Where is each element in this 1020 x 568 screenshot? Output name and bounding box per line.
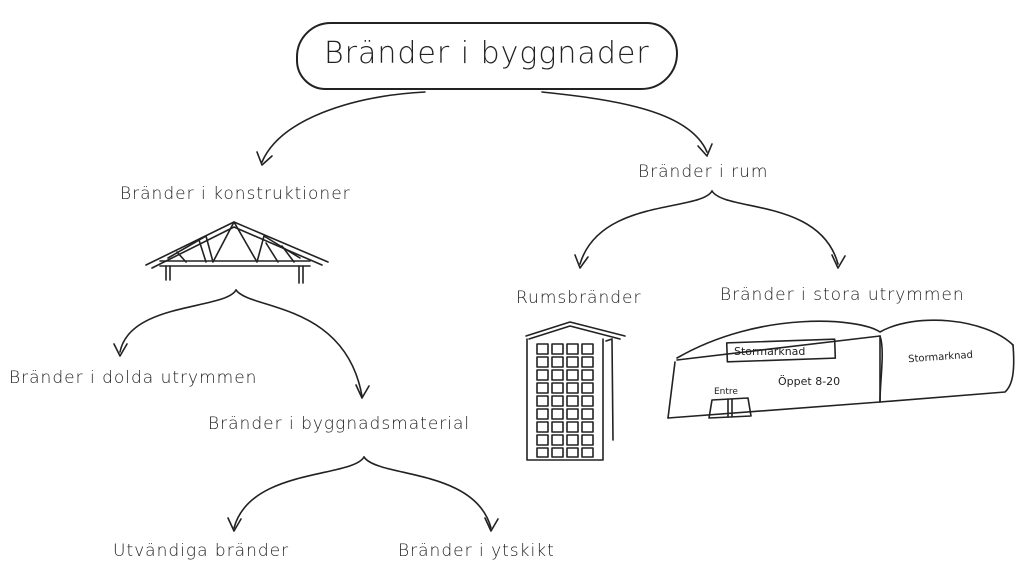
store-entrance-text: Entre — [714, 387, 738, 397]
connector-rooms-right — [711, 190, 839, 265]
root-node — [296, 22, 678, 90]
arrowhead-materials-right — [484, 517, 499, 532]
node-large-space-fires: Bränder i stora utrymmen — [720, 285, 965, 305]
arrowhead-construction-right — [355, 384, 370, 399]
connector-root-right — [541, 91, 708, 153]
node-building-material-fires: Bränder i byggnadsmaterial — [208, 414, 471, 434]
apartment-building-drawing — [525, 321, 626, 461]
arrowhead-root-right — [697, 143, 713, 157]
arrowhead-materials-left — [227, 517, 242, 532]
connector-construction-left — [119, 289, 237, 353]
connector-root-left — [261, 91, 426, 163]
connector-materials-left — [233, 456, 365, 529]
store-hours-text: Öppet 8-20 — [778, 375, 840, 388]
arrowhead-root-left — [256, 151, 273, 166]
arrowhead-rooms-right — [831, 254, 846, 269]
node-room-fires: Bränder i rum — [638, 162, 769, 182]
node-construction-fires: Bränder i konstruktioner — [120, 184, 351, 204]
connector-construction-right — [235, 289, 363, 397]
node-room-fires-small: Rumsbränder — [516, 288, 642, 308]
node-hidden-space-fires: Bränder i dolda utrymmen — [9, 368, 258, 388]
node-surface-layer-fires: Bränder i ytskikt — [398, 541, 555, 561]
roof-truss-drawing — [145, 221, 329, 284]
connector-materials-right — [363, 456, 492, 529]
arrowhead-construction-left — [113, 343, 128, 357]
root-title: Bränder i byggnader — [324, 36, 650, 71]
connector-rooms-left — [579, 190, 713, 265]
store-front-sign-text: Stormarknad — [734, 345, 805, 358]
node-exterior-fires: Utvändiga bränder — [113, 541, 290, 561]
store-side-sign-text: Stormarknad — [908, 350, 974, 366]
supermarket-drawing — [667, 319, 1015, 419]
arrowhead-rooms-left — [574, 254, 589, 269]
